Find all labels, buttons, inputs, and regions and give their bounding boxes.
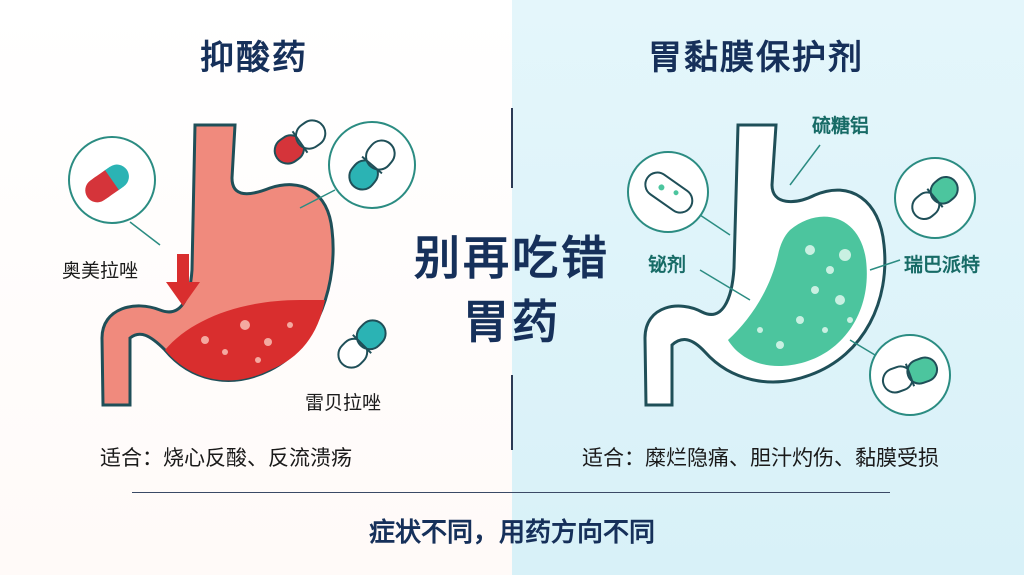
down-arrow-icon	[166, 254, 200, 306]
drug-label-bismuth: 铋剂	[648, 254, 687, 276]
drug-label-sucralfate: 硫糖铝	[812, 115, 870, 137]
acid-pool	[165, 300, 325, 381]
right-title: 胃黏膜保护剂	[648, 38, 864, 78]
right-indication: 适合：糜烂隐痛、胆汁灼伤、黏膜受损	[582, 446, 939, 470]
divider-bottom	[511, 375, 513, 450]
drug-label-rabeprazole: 雷贝拉唑	[305, 392, 382, 414]
main-headline-line-1: 别再吃错	[414, 231, 610, 285]
left-title: 抑酸药	[200, 38, 308, 78]
bottom-divider	[132, 492, 890, 493]
capsule-icon	[337, 319, 387, 369]
drug-label-rebamipide: 瑞巴派特	[904, 254, 981, 276]
red-stomach-illustration	[100, 123, 335, 407]
left-indication: 适合：烧心反酸、反流溃疡	[100, 446, 352, 470]
capsule-circle-icon	[627, 151, 731, 236]
green-stomach-illustration	[643, 123, 887, 407]
capsule-circle-icon	[849, 334, 951, 416]
bottom-summary: 症状不同，用药方向不同	[368, 518, 655, 548]
coating-layer	[728, 216, 867, 367]
divider-top	[511, 108, 513, 188]
drug-label-omeprazole: 奥美拉唑	[62, 260, 139, 282]
main-headline-line-2: 胃药	[463, 295, 561, 349]
capsule-circle-icon	[299, 121, 416, 209]
capsule-circle-icon	[894, 157, 976, 239]
capsule-circle-icon	[68, 136, 161, 246]
capsule-icon	[273, 119, 327, 165]
